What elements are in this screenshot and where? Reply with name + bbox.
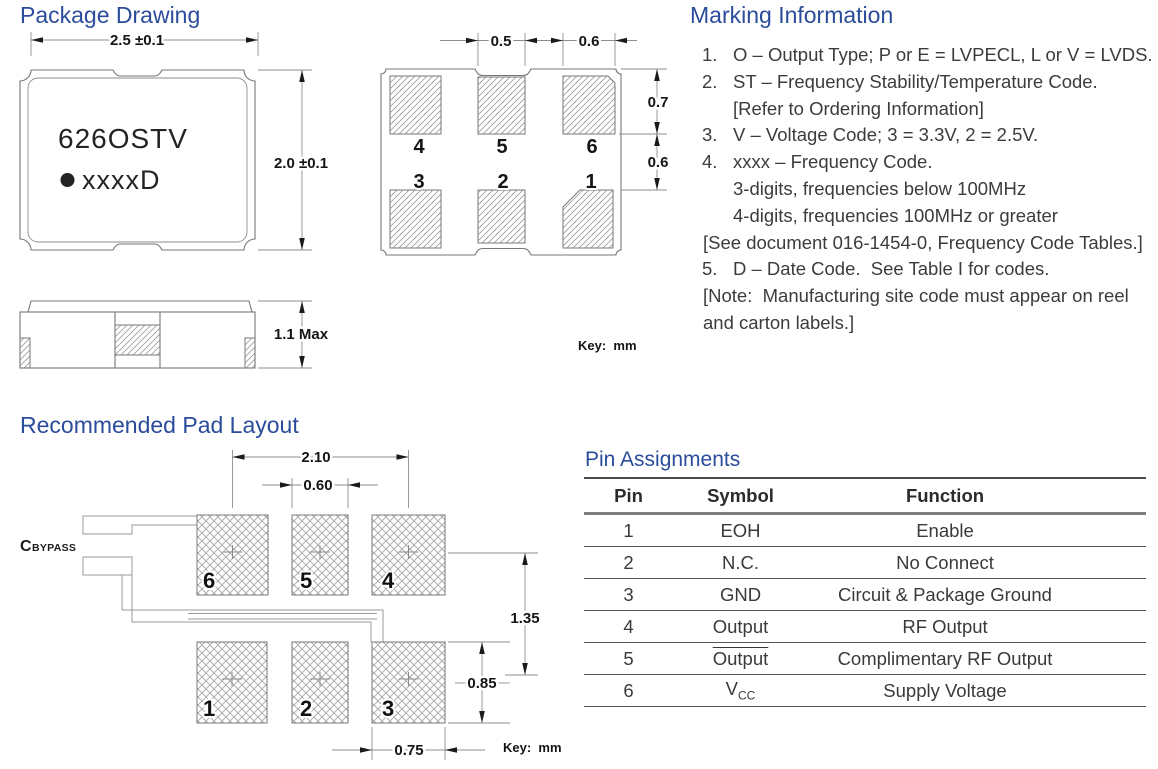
package-top-view-drawing: 2.5 ±0.1 626OSTV xxxxD 2.0 ±0.1 (19, 30, 331, 251)
pad-center-marks (222, 545, 419, 686)
pad-layout-title: Recommended Pad Layout (20, 412, 299, 438)
dim-row-gap-label: 0.6 (648, 154, 669, 171)
dim-row-pitch: 1.35 (448, 552, 542, 676)
dim-pad-height: 0.85 (448, 641, 510, 724)
pin-label: 5 (496, 136, 507, 158)
pad-4 (389, 75, 442, 135)
dim-height-label: 2.0 ±0.1 (274, 155, 328, 172)
marking-information-list: 1.O – Output Type; P or E = LVPECL, L or… (688, 42, 1154, 337)
package-side-view-drawing: 1.1 Max (19, 300, 331, 369)
vcc-subscript: CC (738, 688, 756, 703)
dim-padw-label: 0.75 (394, 742, 423, 759)
pin-label: 1 (585, 171, 596, 193)
dim-pad6-width-label: 0.6 (579, 33, 600, 50)
list-item: [Note: Manufacturing site code must appe… (703, 285, 1129, 307)
package-inner-outline (27, 77, 248, 243)
list-item: 2.ST – Frequency Stability/Temperature C… (702, 70, 1098, 92)
dim-package-height: 2.0 ±0.1 (258, 69, 331, 251)
list-item: 4.xxxx – Frequency Code. (702, 151, 933, 173)
pin-label: 2 (497, 171, 508, 193)
list-item: 1.O – Output Type; P or E = LVPECL, L or… (702, 44, 1153, 65)
dim-padh-label: 0.85 (467, 675, 496, 692)
table-row: 1 EOH Enable (584, 513, 1146, 547)
table-header-row: Pin Symbol Function (584, 477, 1146, 515)
date-code-marking: xxxxD (82, 165, 161, 195)
dim-rowpitch-label: 1.35 (510, 610, 539, 627)
list-item: [Refer to Ordering Information] (733, 97, 984, 119)
dim-pad5w-label: 0.60 (303, 477, 332, 494)
dim-pad-rows: 0.7 0.6 (619, 68, 671, 191)
pad-layout-drawing: 6 5 4 1 2 3 2.10 0.60 (20, 447, 562, 762)
pad-3 (389, 189, 442, 249)
bypass-traces (82, 515, 384, 642)
list-item: 4-digits, frequencies 100MHz or greater (733, 204, 1058, 226)
list-item: 3.V – Voltage Code; 3 = 3.3V, 2 = 2.5V. (702, 124, 1039, 146)
list-item: 3-digits, frequencies below 100MHz (733, 177, 1027, 199)
layout-pin-label: 3 (382, 696, 394, 721)
dim-pad-pitch-h: 2.10 (232, 447, 409, 508)
dim-width-label: 2.5 ±0.1 (110, 32, 164, 49)
bypass-cap-label: C (20, 538, 32, 555)
part-number-marking: 626OSTV (58, 123, 188, 154)
dim-package-width: 2.5 ±0.1 (30, 30, 259, 56)
table-row: 3 GND Circuit & Package Ground (584, 578, 1146, 611)
table-row: 6 VCC Supply Voltage (584, 674, 1146, 707)
package-bottom-view-drawing: 4 5 6 3 2 1 0.5 0.6 (380, 31, 671, 353)
package-drawing-title: Package Drawing (20, 2, 201, 28)
bypass-cap-label-sub: BYPASS (32, 542, 76, 554)
dim-row-top-label: 0.7 (648, 94, 669, 111)
pin-assignments-title: Pin Assignments (585, 448, 741, 471)
bottom-outline (380, 68, 622, 256)
pin-label: 6 (586, 136, 597, 158)
center-pad-section (114, 324, 161, 356)
layout-pin-label: 6 (203, 568, 215, 593)
lid-outline (27, 300, 253, 313)
vcc-symbol: V (725, 678, 738, 700)
column-header-function: Function (808, 477, 1146, 515)
pin-assignments-table: Pin Symbol Function 1 EOH Enable 2 N.C. … (584, 477, 1146, 707)
units-key: Key: mm (578, 338, 637, 353)
dim-package-thickness: 1.1 Max (258, 300, 331, 369)
layout-pin-label: 5 (300, 568, 312, 593)
pin1-dot-marking (60, 173, 75, 187)
dim-pad-widths: 0.5 0.6 (440, 31, 637, 66)
right-castellation (244, 337, 256, 369)
pad-2 (477, 189, 526, 244)
pad-1 (562, 189, 614, 249)
dim-pad-width: 0.75 (332, 727, 485, 762)
units-key: Key: mm (503, 740, 562, 755)
package-outline (19, 69, 256, 251)
list-item: 5.D – Date Code. See Table I for codes. (702, 258, 1050, 280)
column-header-symbol: Symbol (673, 477, 808, 515)
dim-pad5-width-label: 0.5 (491, 33, 512, 50)
table-row: 4 Output RF Output (584, 610, 1146, 643)
left-castellation (19, 337, 31, 369)
dim-thickness-label: 1.1 Max (274, 326, 329, 343)
dim-pad5-width: 0.60 (262, 475, 378, 508)
marking-information-title: Marking Information (690, 2, 894, 28)
pad-6 (562, 75, 616, 135)
pad-5 (477, 76, 526, 135)
pin-label: 4 (413, 136, 425, 158)
output-bar-symbol: Output (712, 647, 769, 669)
pin-label: 3 (413, 171, 424, 193)
column-header-pin: Pin (584, 477, 673, 515)
layout-pin-label: 2 (300, 696, 312, 721)
table-row: 5 Output Complimentary RF Output (584, 642, 1146, 675)
table-row: 2 N.C. No Connect (584, 546, 1146, 579)
list-item: and carton labels.] (703, 311, 855, 333)
list-item: [See document 016-1454-0, Frequency Code… (703, 231, 1143, 253)
layout-pin-label: 4 (382, 568, 395, 593)
layout-pin-label: 1 (203, 696, 215, 721)
dim-pitch-label: 2.10 (301, 449, 330, 466)
